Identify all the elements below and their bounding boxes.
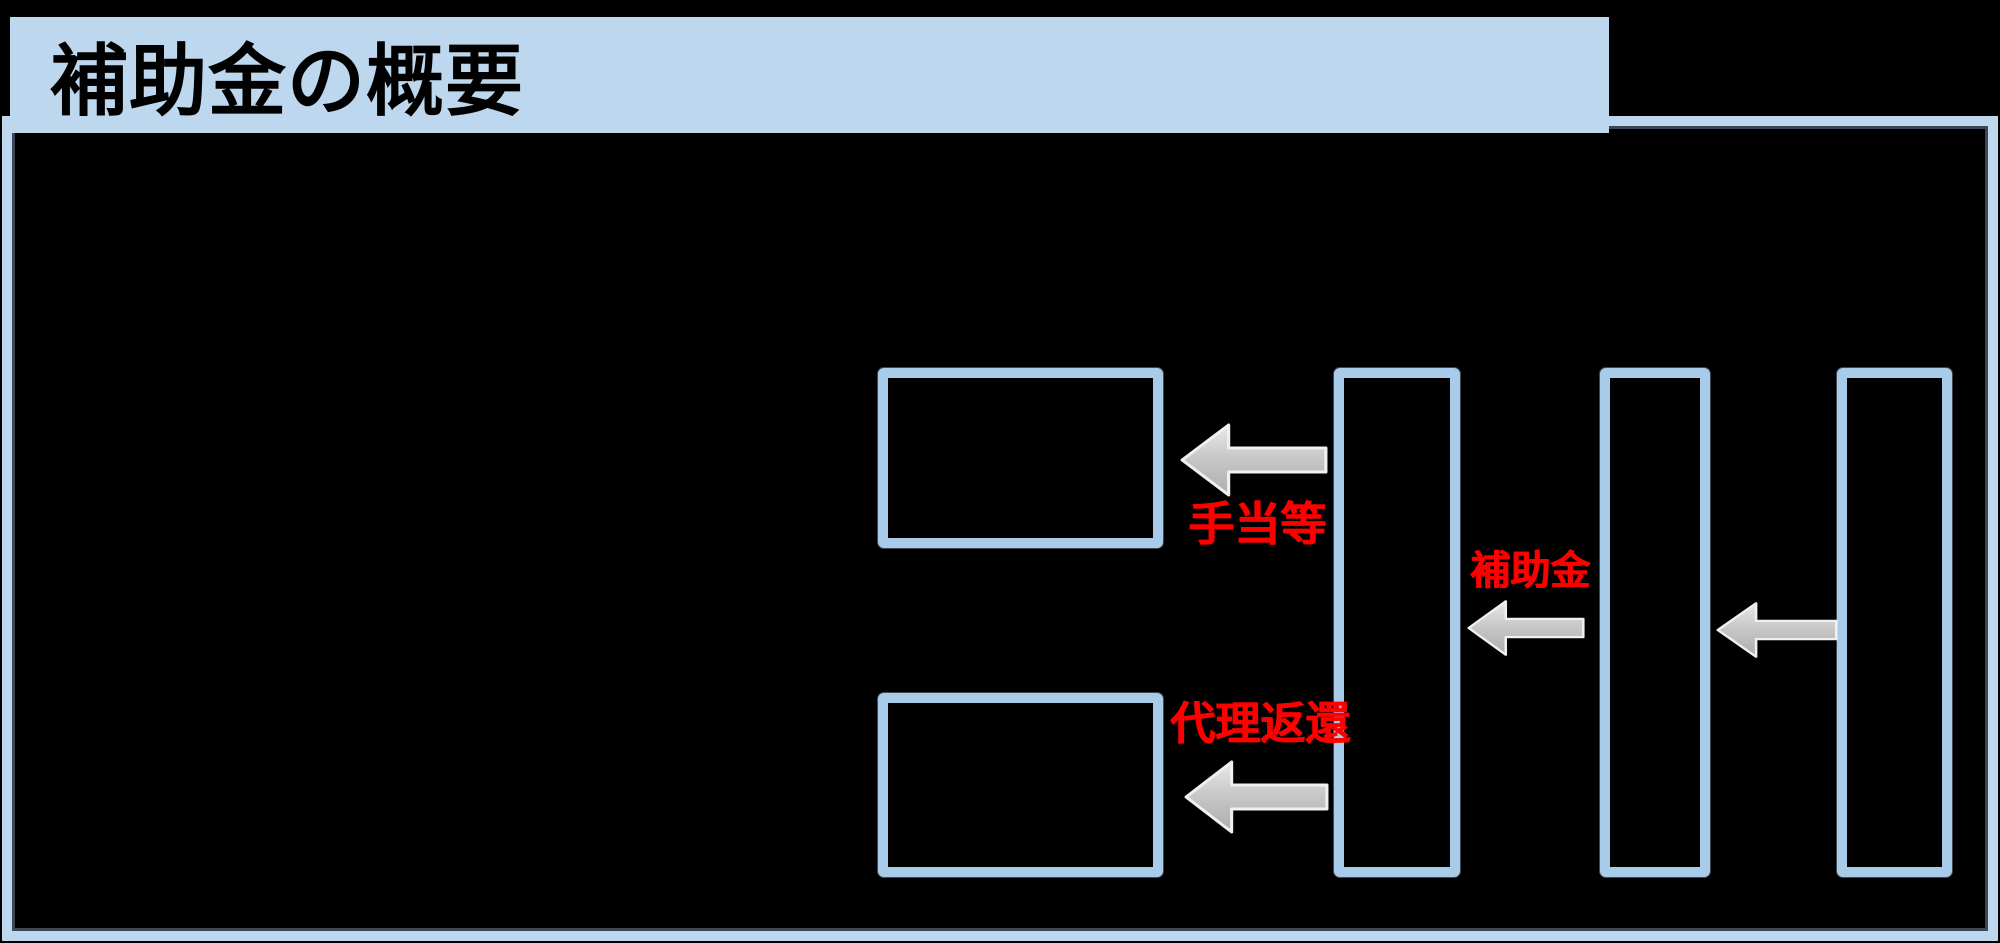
right-flow-left-arrow-icon [1716, 601, 1838, 659]
blank-box-bottom [878, 693, 1163, 877]
blank-column-left [1334, 368, 1460, 877]
blank-box-top [878, 368, 1163, 548]
header-bar: 補助金の概要 [10, 17, 1609, 133]
allowance-left-arrow-icon [1180, 422, 1328, 498]
blank-column-middle [1600, 368, 1710, 877]
subsidy-left-arrow-icon [1467, 599, 1585, 657]
proxy-repayment-left-arrow-icon [1184, 759, 1329, 835]
allowance-label: 手当等 [1188, 498, 1326, 550]
blank-column-right [1837, 368, 1952, 877]
page-title: 補助金の概要 [50, 37, 525, 125]
proxy-repayment-label: 代理返還 [1170, 698, 1351, 749]
subsidy-label: 補助金 [1470, 549, 1590, 593]
